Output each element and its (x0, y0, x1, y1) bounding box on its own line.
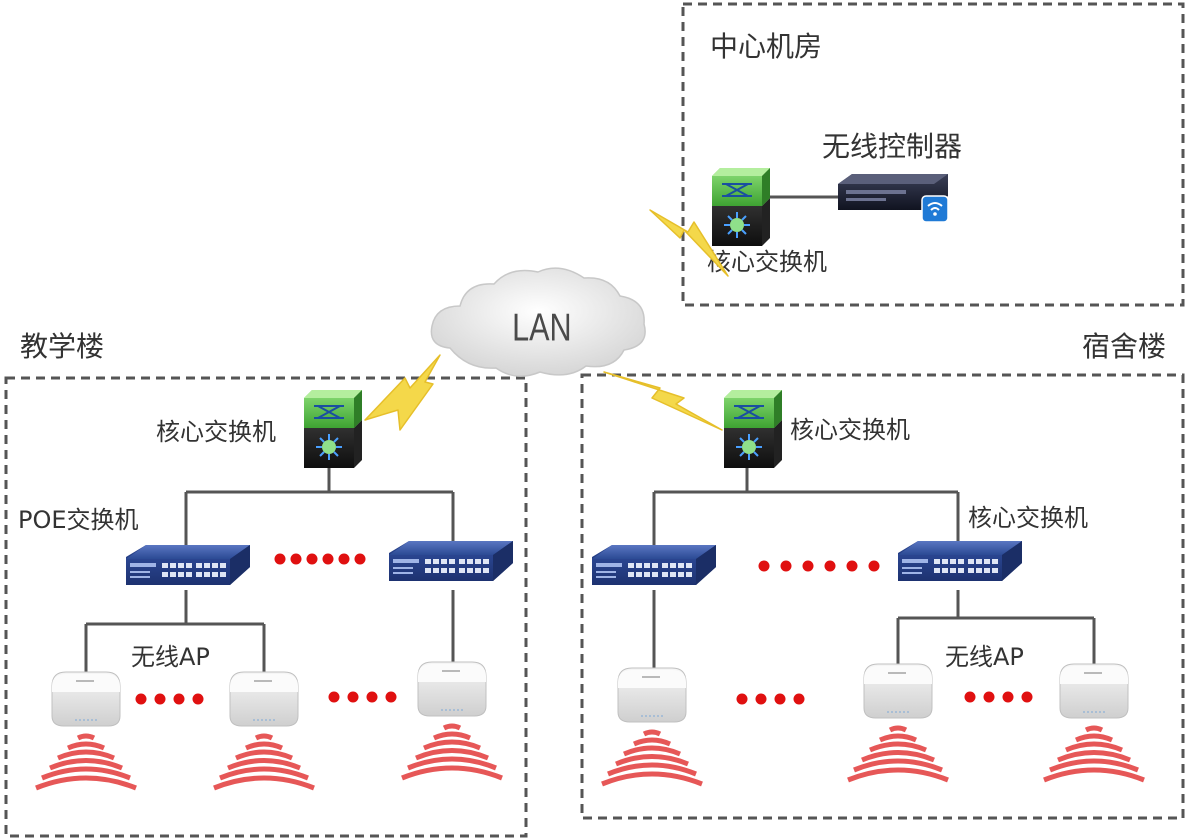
teaching-ap-ellipsis (135, 691, 397, 705)
wifi-signal-icon (602, 732, 702, 784)
wireless-controller-icon (838, 174, 949, 223)
bolt-icon (603, 371, 723, 431)
teaching-core-switch-icon (303, 389, 363, 469)
teaching-core-switch-label: 核心交换机 (156, 418, 276, 446)
zone-teaching-border (4, 376, 528, 838)
teaching-ap-icon (229, 671, 299, 727)
lan-cloud-icon (430, 267, 646, 377)
dorm-access-switch-icon (592, 545, 716, 585)
zone-center-border (681, 2, 1185, 307)
wifi-signal-icon (1044, 728, 1144, 780)
teaching-poe-switch-icon (389, 541, 513, 581)
wireless-controller-label: 无线控制器 (822, 130, 962, 163)
center-core-switch-label: 核心交换机 (707, 248, 827, 276)
zone-teaching-title: 教学楼 (20, 330, 104, 363)
wifi-signal-icon (402, 726, 502, 778)
teaching-ap-icon (51, 671, 121, 727)
dorm-switch-ellipsis (758, 560, 880, 572)
wifi-signal-icon (848, 728, 948, 780)
teaching-ap-icon (417, 661, 487, 717)
poe-switch-label: POE交换机 (18, 506, 139, 534)
dorm-ap-label: 无线AP (945, 643, 1024, 671)
wifi-signal-icon (214, 736, 314, 788)
teaching-ap-label: 无线AP (131, 643, 210, 671)
dorm-ap-icon (1059, 663, 1129, 719)
dorm-ap-icon (617, 667, 687, 723)
bolt-icon (649, 209, 729, 277)
dorm-ap-ellipsis (736, 691, 1033, 705)
zone-dorm-border (580, 373, 1185, 820)
center-core-switch-icon (711, 167, 771, 247)
dorm-ap-icon (863, 663, 933, 719)
wifi-signal-icon (36, 736, 136, 788)
dorm-access-switch-icon (898, 541, 1022, 581)
teaching-poe-switch-icon (126, 545, 250, 585)
bolt-icon (364, 354, 441, 431)
zone-dorm-title: 宿舍楼 (1082, 330, 1166, 363)
lan-label: LAN (512, 306, 572, 349)
dorm-core-switch-icon (723, 389, 783, 469)
dorm-links (652, 468, 1096, 668)
dorm-access-switch-label: 核心交换机 (968, 504, 1088, 532)
teaching-switch-ellipsis (274, 553, 366, 565)
zone-center-title: 中心机房 (710, 30, 822, 63)
dorm-core-switch-label: 核心交换机 (790, 416, 910, 444)
teaching-links (84, 468, 455, 672)
